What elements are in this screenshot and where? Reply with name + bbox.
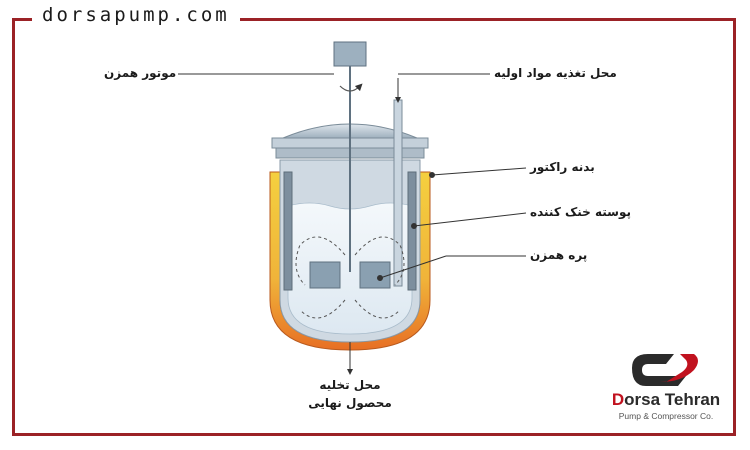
site-url: dorsapump.com: [32, 4, 240, 26]
label-outlet-line1: محل تخلیه: [319, 378, 381, 392]
dorsa-logo-icon: [632, 354, 698, 386]
label-cooling-jacket: پوسته خنک کننده: [530, 205, 631, 219]
label-impeller: پره همزن: [530, 248, 588, 262]
page-frame: [12, 18, 736, 436]
label-feed: محل تغذیه مواد اولیه: [494, 66, 617, 80]
feed-pipe: [393, 99, 403, 287]
label-reactor-body: بدنه راکتور: [530, 160, 595, 174]
impeller-left: [309, 261, 341, 289]
circulation-arrows: [295, 236, 405, 319]
impeller-right: [359, 261, 391, 289]
cooling-jacket-left: [283, 171, 293, 291]
motor-box: [333, 41, 367, 67]
rotation-arrow-icon: [339, 83, 363, 92]
label-motor: موتور همزن: [104, 66, 177, 80]
brand-name: Dorsa Tehran: [611, 390, 721, 409]
brand-subtitle: Pump & Compressor Co.: [618, 411, 714, 421]
label-outlet-line2: محصول نهایی: [308, 396, 392, 410]
cooling-jacket-right: [407, 171, 417, 291]
